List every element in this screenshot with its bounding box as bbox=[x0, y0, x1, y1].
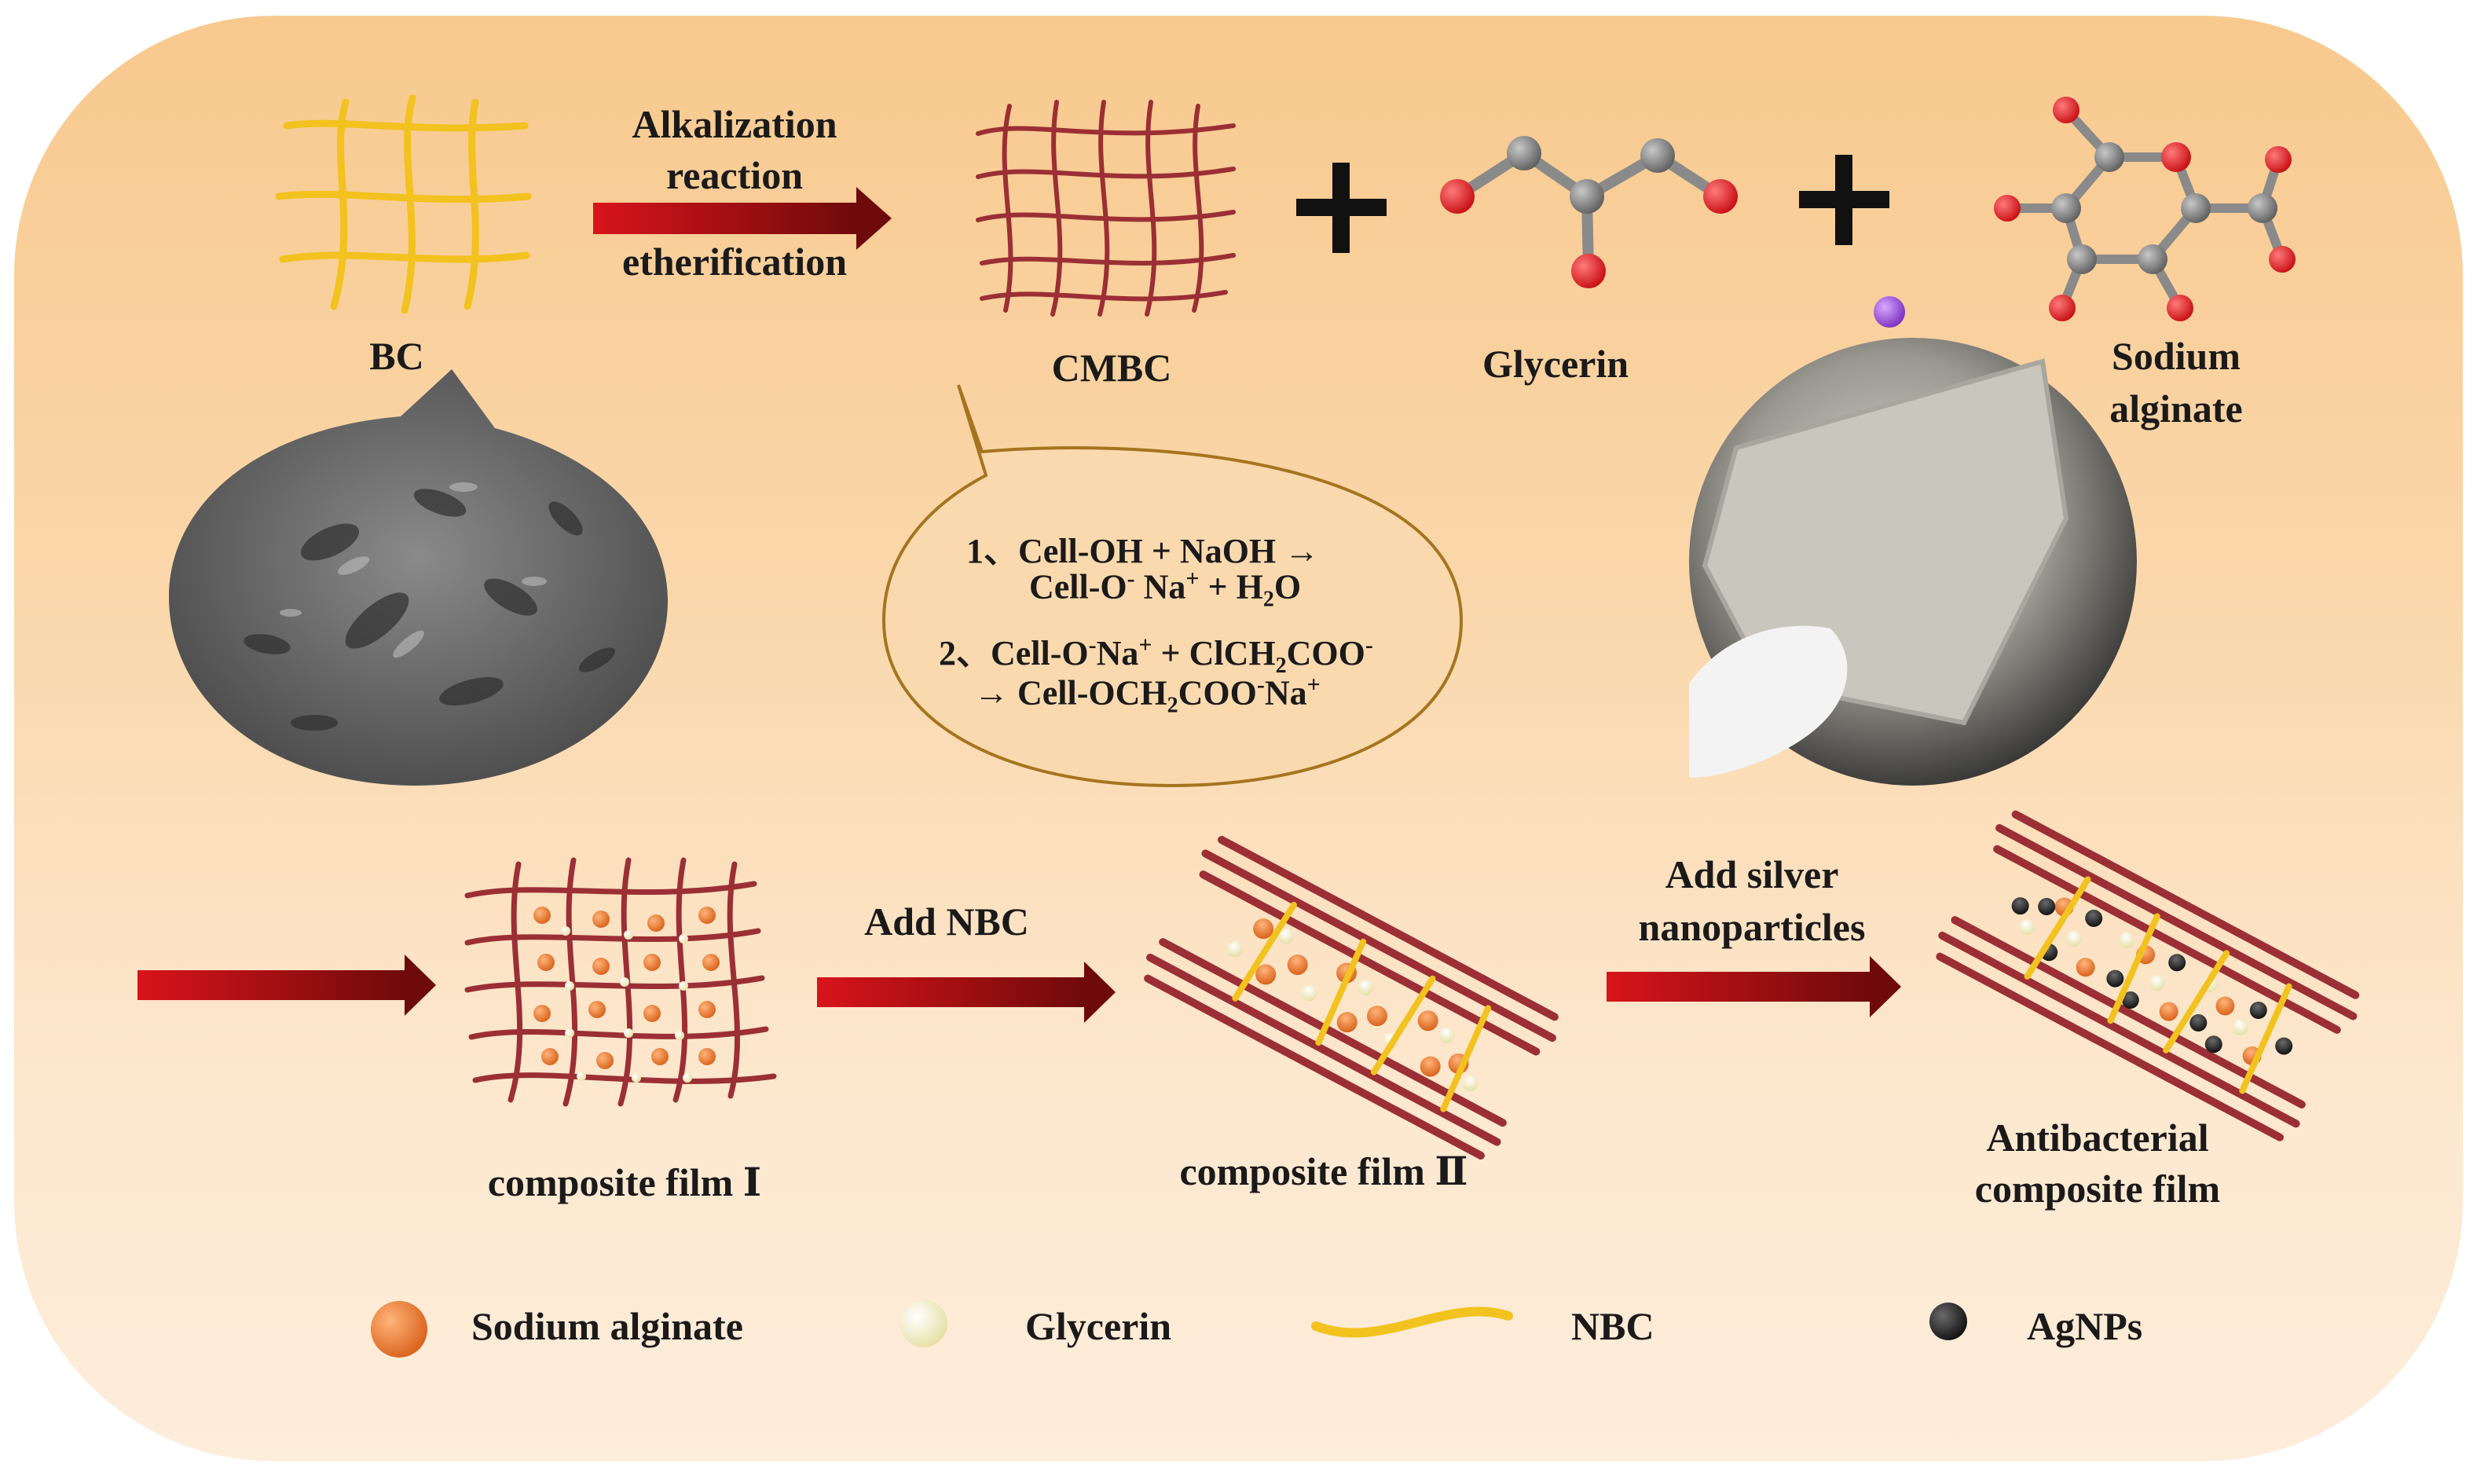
arrow-alkalization bbox=[593, 187, 892, 250]
antibacterial-film bbox=[1936, 810, 2360, 1141]
legend-sodium-alginate-swatch bbox=[371, 1301, 427, 1358]
composite-film-1 bbox=[464, 857, 777, 1107]
plus-icon bbox=[1799, 155, 1889, 245]
legend-sodium-alginate-label: Sodium alginate bbox=[471, 1304, 743, 1348]
legend-glycerin-label: Glycerin bbox=[1025, 1304, 1172, 1348]
antibacterial-film-label-line2: composite film bbox=[1974, 1167, 2221, 1211]
legend-nbc-label: NBC bbox=[1571, 1304, 1654, 1348]
glycerin-molecule bbox=[1440, 136, 1738, 288]
bc-label: BC bbox=[369, 334, 424, 378]
plus-icon bbox=[1296, 163, 1387, 253]
sodium-ion bbox=[1874, 296, 1905, 328]
reaction-1-line2: Cell-O- Na+ + H2O bbox=[1029, 566, 1302, 612]
composite-film-2 bbox=[1144, 836, 1559, 1160]
step-add-nbc-label: Add NBC bbox=[864, 900, 1029, 944]
reaction-2-line1: 2、Cell-O-Na+ + ClCH2COO- bbox=[939, 632, 1373, 678]
sem-image bbox=[169, 369, 668, 786]
arrow-to-film1 bbox=[137, 955, 436, 1016]
reaction-bubble bbox=[881, 384, 1464, 788]
legend-agnps-label: AgNPs bbox=[2027, 1304, 2143, 1348]
sodium-alginate-label-line1: Sodium bbox=[2112, 334, 2241, 378]
arrow-add-nbc bbox=[817, 962, 1116, 1023]
film-photo bbox=[1689, 338, 2137, 786]
antibacterial-film-label-line1: Antibacterial bbox=[1986, 1116, 2209, 1160]
cmbc-fiber-network bbox=[976, 100, 1236, 317]
sodium-alginate-molecule bbox=[1874, 97, 2296, 328]
step-add-silver-label-line2: nanoparticles bbox=[1638, 905, 1866, 949]
step-add-silver-label-line1: Add silver bbox=[1665, 852, 1839, 896]
reaction-2-line2: → Cell-OCH2COO-Na+ bbox=[974, 672, 1321, 718]
legend-glycerin-swatch bbox=[900, 1300, 947, 1347]
composite-film-1-label: composite film Ⅰ bbox=[487, 1160, 762, 1204]
arrow-add-silver bbox=[1607, 956, 1901, 1017]
glycerin-label: Glycerin bbox=[1482, 342, 1629, 386]
cmbc-label: CMBC bbox=[1051, 346, 1172, 390]
reaction-1-line1: 1、Cell-OH + NaOH → bbox=[966, 532, 1320, 570]
legend-nbc-swatch bbox=[1311, 1306, 1513, 1338]
step-alkalization-label: Alkalization bbox=[632, 102, 837, 146]
step-etherification-label: etherification bbox=[621, 240, 847, 284]
bc-fiber-network bbox=[275, 94, 532, 314]
sodium-alginate-label-line2: alginate bbox=[2109, 387, 2243, 431]
composite-film-2-label: composite film Ⅱ bbox=[1179, 1149, 1468, 1193]
step-reaction-label: reaction bbox=[665, 153, 804, 197]
legend-agnps-swatch bbox=[1929, 1303, 1967, 1340]
